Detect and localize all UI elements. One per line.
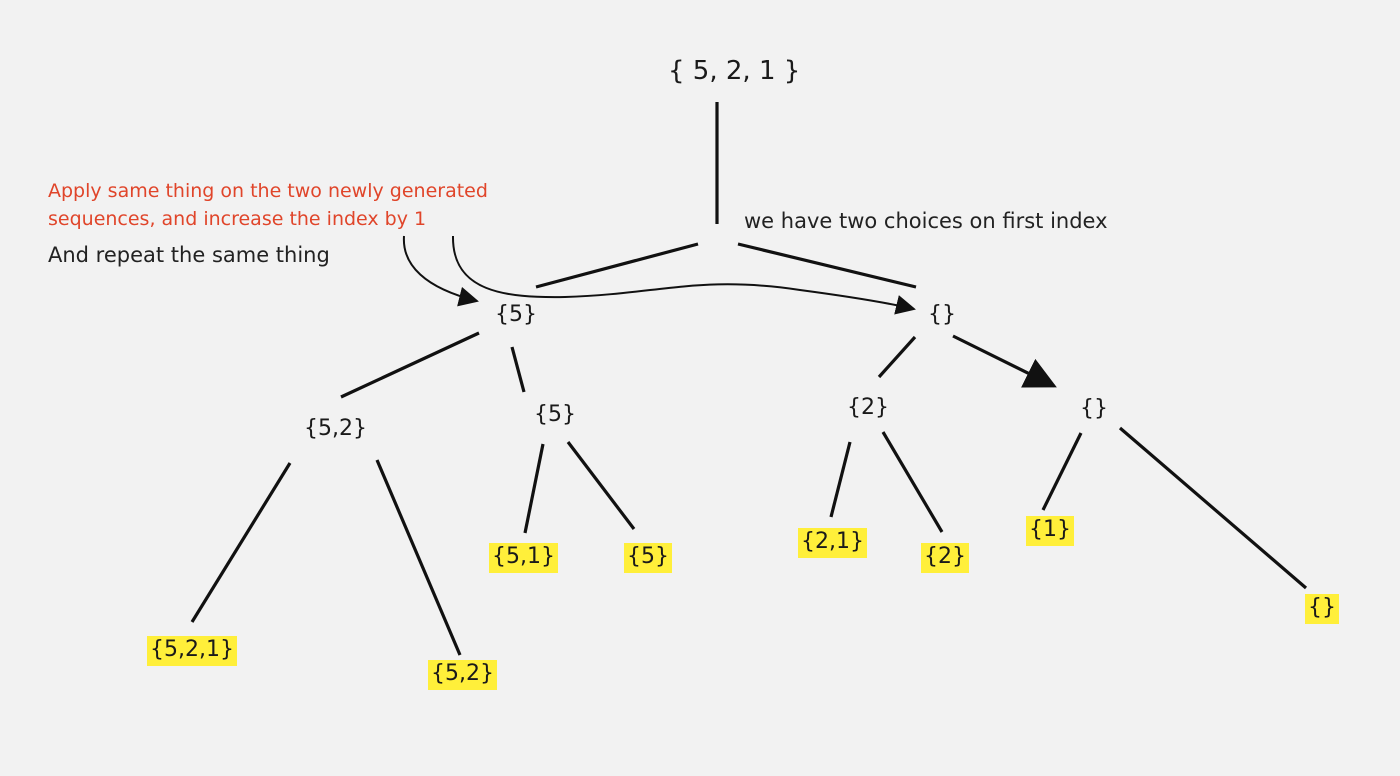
annotation-apply-line-2: sequences, and increase the index by 1 [48,208,427,230]
node-exclude-5: {} [928,302,956,327]
leaf-set-5-1: {5,1} [489,543,558,573]
arrow-exclude-5-to-exclude-5-2 [952,334,1057,388]
edge-root-to-exclude-5 [737,242,917,289]
arrow-annotation-to-include-5 [402,235,479,307]
edge-include-5-2-to-set-5-2-1 [190,462,292,623]
edge-include-5-skip-2-to-set-5 [566,441,636,530]
edge-include-2-to-set-2-1 [829,441,852,518]
edge-exclude-5-2-to-set-1 [1041,432,1083,511]
edge-include-5-to-include-5-2 [340,331,480,399]
node-include-5: {5} [495,302,537,327]
leaf-set-5-2-1: {5,2,1} [147,636,237,666]
leaf-set-2-1: {2,1} [798,528,867,558]
leaf-set-5: {5} [624,543,672,573]
edge-exclude-5-2-to-set-empty [1118,426,1308,590]
arrow-annotation-to-exclude-5 [451,235,916,315]
edge-include-5-to-include-5-skip-2 [510,346,526,393]
leaf-set-empty: {} [1305,594,1339,624]
node-include-5-skip-2: {5} [534,402,576,427]
leaf-set-5-2: {5,2} [428,660,497,690]
leaf-set-1: {1} [1026,516,1074,546]
edge-include-5-skip-2-to-set-5-1 [523,443,545,534]
node-exclude-5-2: {} [1080,396,1108,421]
edge-exclude-5-to-include-2 [877,335,917,379]
annotation-repeat: And repeat the same thing [48,243,330,267]
edge-root-to-include-5 [535,242,699,289]
annotation-apply-line-1: Apply same thing on the two newly genera… [48,180,488,202]
annotation-two-choices: we have two choices on first index [744,209,1108,233]
edge-include-5-2-to-set-5-2 [375,459,462,656]
node-include-5-2: {5,2} [304,416,367,441]
leaf-set-2: {2} [921,543,969,573]
node-include-2: {2} [847,395,889,420]
edge-include-2-to-set-2 [881,431,944,533]
root-node: { 5, 2, 1 } [668,56,801,86]
